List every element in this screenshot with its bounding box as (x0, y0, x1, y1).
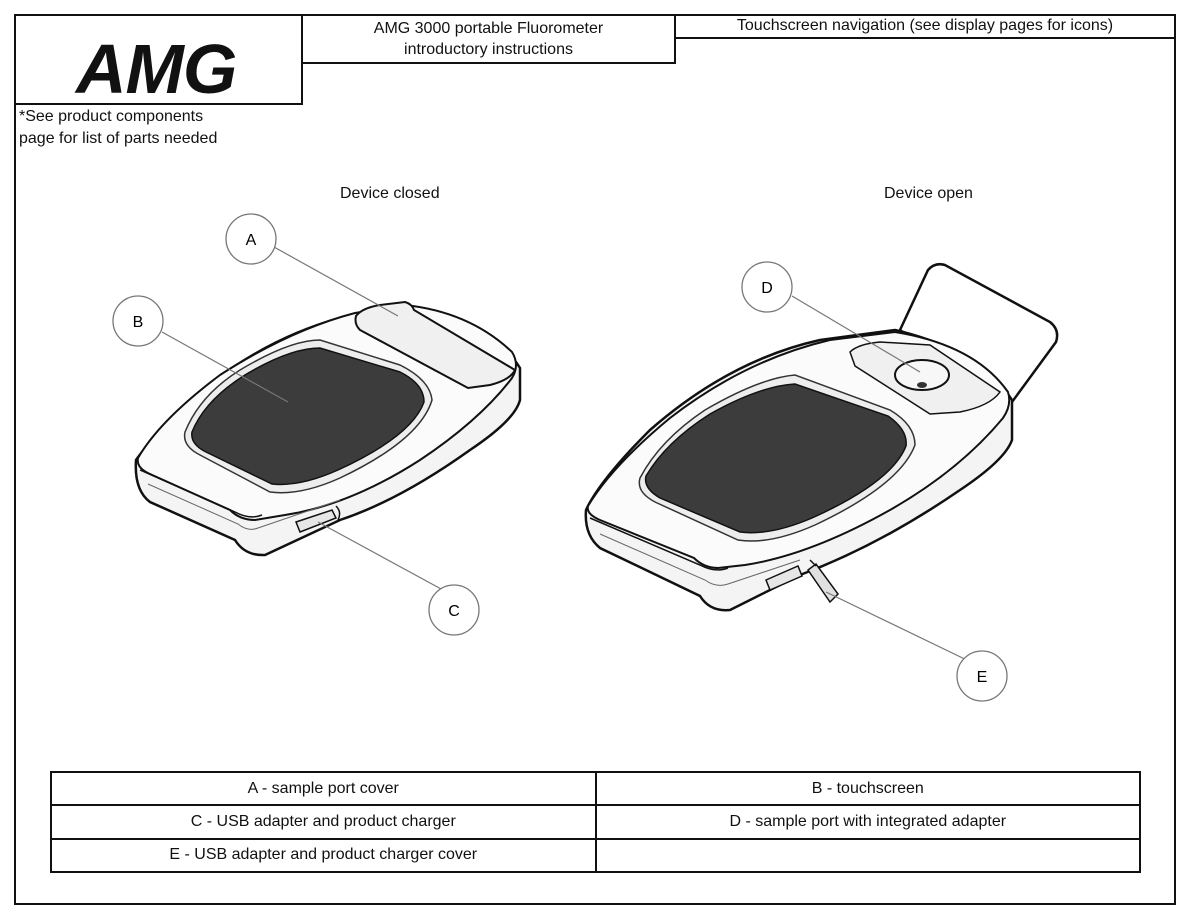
logo-box: AMG (14, 14, 303, 105)
title-line-2: introductory instructions (404, 41, 573, 58)
parts-legend-table: A - sample port cover B - touchscreen C … (50, 770, 1141, 874)
parts-note-line-2: page for list of parts needed (19, 130, 218, 147)
callout-leaders (161, 246, 976, 665)
device-closed-illustration (134, 300, 522, 557)
table-row: A - sample port cover B - touchscreen (50, 770, 1141, 807)
device-open-illustration (584, 262, 1059, 612)
open-lid (898, 262, 1059, 404)
callout-e: E (956, 650, 1008, 702)
table-row: E - USB adapter and product charger cove… (50, 837, 1141, 874)
device-open-caption: Device open (884, 185, 973, 202)
callout-c: C (428, 584, 480, 636)
table-row: C - USB adapter and product charger D - … (50, 804, 1141, 840)
open-touchscreen (644, 383, 907, 534)
parts-note: *See product components page for list of… (19, 106, 299, 150)
usb-cover-flap (806, 562, 839, 604)
legend-cell: E - USB adapter and product charger cove… (50, 837, 597, 874)
document-title: AMG 3000 portable Fluorometer introducto… (301, 14, 676, 64)
closed-usb-port (295, 509, 338, 533)
callout-b: B (112, 295, 164, 347)
callout-a-label: A (246, 232, 257, 249)
callout-d-label: D (761, 280, 773, 297)
legend-cell: B - touchscreen (594, 770, 1141, 807)
callout-b-label: B (133, 314, 144, 331)
closed-touchscreen (191, 347, 425, 486)
sample-port (894, 359, 950, 391)
amg-logo: AMG (76, 30, 237, 108)
legend-cell: A - sample port cover (50, 770, 597, 807)
callout-d: D (741, 261, 793, 313)
touchscreen-navigation-header: Touchscreen navigation (see display page… (674, 14, 1176, 39)
sample-port-cover (354, 300, 517, 390)
parts-note-line-1: *See product components (19, 108, 204, 125)
title-line-1: AMG 3000 portable Fluorometer (373, 20, 604, 37)
legend-cell (594, 837, 1141, 874)
legend-cell: D - sample port with integrated adapter (594, 804, 1141, 840)
open-usb-port (765, 565, 803, 591)
device-closed-caption: Device closed (340, 185, 440, 202)
callout-c-label: C (448, 603, 460, 620)
callout-a: A (225, 213, 277, 265)
legend-cell: C - USB adapter and product charger (50, 804, 597, 840)
callout-e-label: E (977, 669, 988, 686)
